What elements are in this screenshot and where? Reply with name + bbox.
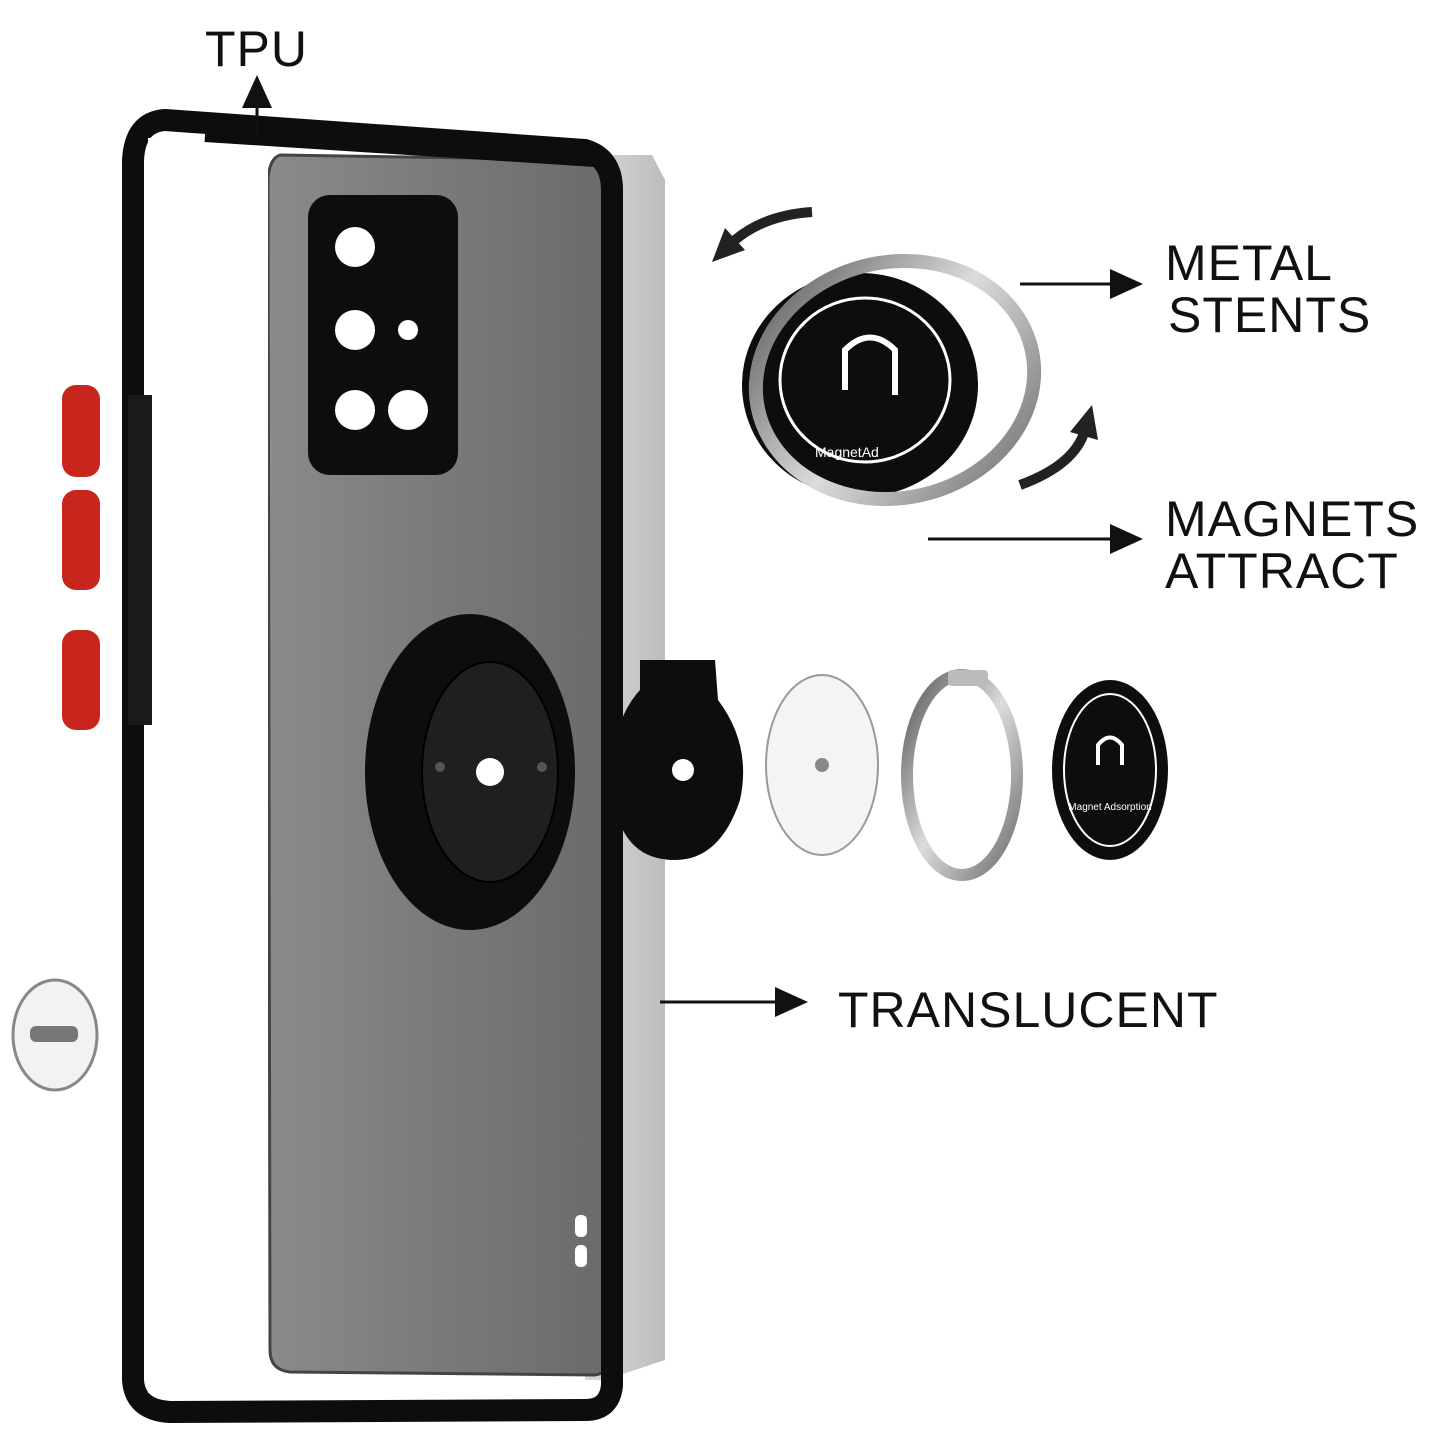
mount-bracket <box>612 660 744 860</box>
ring-mount-base <box>365 614 575 930</box>
button-insert-piece <box>11 978 99 1092</box>
magnet-plate: Magnet Adsorption <box>1052 680 1168 860</box>
tpu-bumper-frame <box>122 108 623 1424</box>
label-translucent: TRANSLUCENT <box>838 982 1219 1038</box>
metal-ring-part <box>901 669 1023 881</box>
label-metal-stents-1: METAL <box>1165 235 1333 291</box>
ring-plate-text: MagnetAd <box>815 444 879 460</box>
label-metal-stents-2: STENTS <box>1168 287 1372 343</box>
adhesive-disc <box>765 674 879 856</box>
case-bottom-slots <box>575 1215 587 1267</box>
label-magnets-attract-2: ATTRACT <box>1165 543 1399 599</box>
side-buttons <box>62 385 152 730</box>
ring-holder-assembly: MagnetAd <box>742 253 1042 507</box>
label-tpu: TPU <box>205 21 308 77</box>
callout-lines <box>242 75 1143 1017</box>
label-magnets-attract-1: MAGNETS <box>1165 491 1420 547</box>
rotation-arrows <box>712 207 1098 490</box>
camera-module <box>308 195 458 475</box>
magnet-plate-text: Magnet Adsorption <box>1068 802 1151 813</box>
